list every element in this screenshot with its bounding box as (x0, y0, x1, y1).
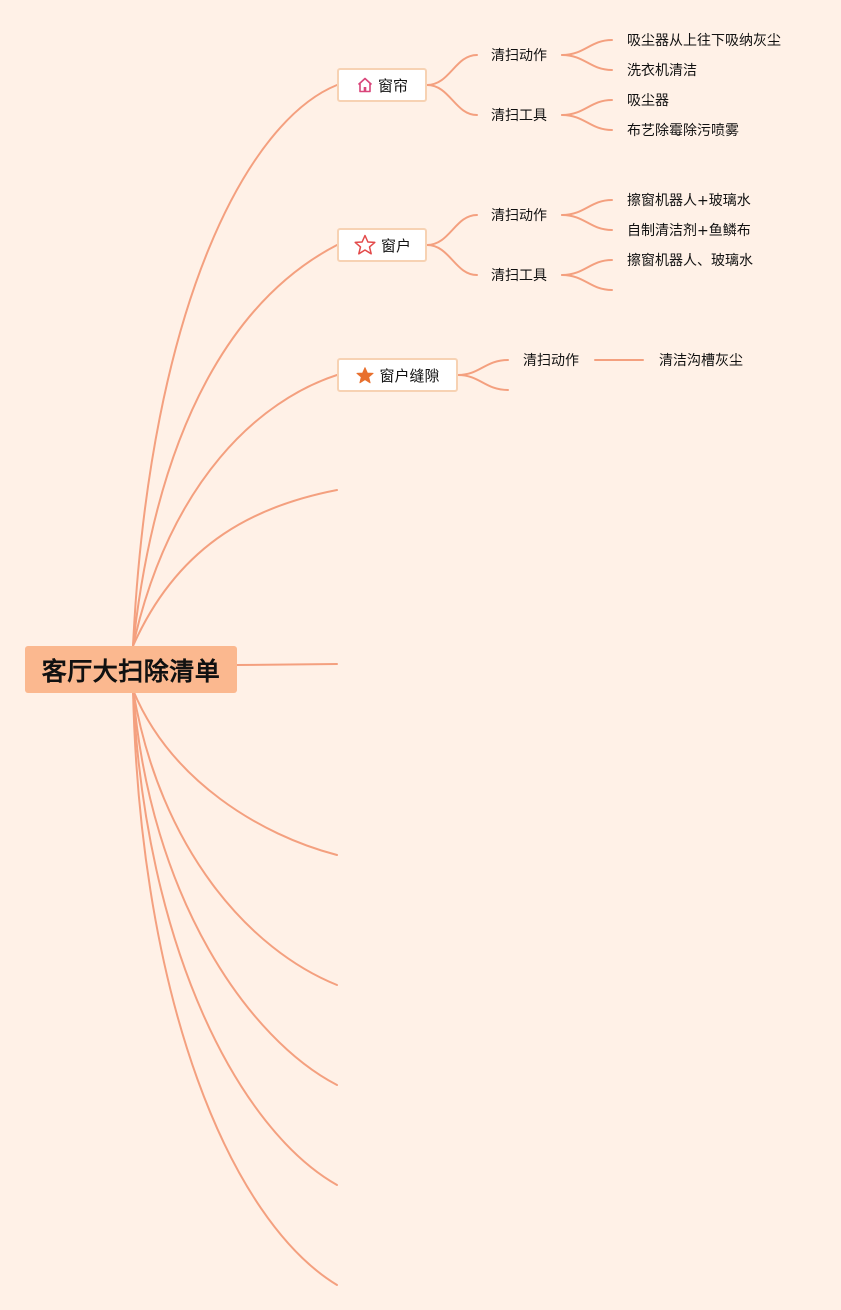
root-branch-line (132, 689, 338, 1186)
topic-branch-line (457, 374, 509, 391)
leaf-item[interactable]: 擦窗机器人+玻璃水 (627, 193, 751, 209)
leaf-item[interactable]: 吸尘器 (627, 93, 669, 109)
root-title: 客厅大扫除清单 (41, 656, 221, 686)
topic-label: 窗户缝隙 (379, 366, 440, 385)
root-branch-line (132, 244, 338, 647)
leaf-item[interactable]: 清洁沟槽灰尘 (659, 353, 743, 369)
leaf-item[interactable]: 吸尘器从上往下吸纳灰尘 (627, 33, 781, 49)
leaf-item[interactable]: 布艺除霉除污喷雾 (627, 123, 739, 139)
home-icon (356, 76, 374, 94)
root-branch-line (236, 663, 338, 666)
root-branch-line (132, 689, 338, 1086)
root-branch-line (132, 374, 338, 647)
subtopic-branch-line (561, 54, 613, 71)
subtopic-branch-line (561, 214, 613, 231)
leaf-item[interactable]: 擦窗机器人、玻璃水 (627, 253, 753, 269)
topic-branch-line (426, 54, 478, 86)
subtopic-action[interactable]: 清扫动作 (491, 208, 547, 224)
subtopic-action[interactable]: 清扫动作 (491, 48, 547, 64)
topic-window[interactable]: 窗户 (337, 228, 427, 262)
root-branch-line (132, 689, 338, 986)
subtopic-action[interactable]: 清扫动作 (523, 353, 579, 369)
subtopic-branch-line (561, 199, 613, 216)
root-branch-line (132, 489, 338, 647)
leaf-item[interactable]: 洗衣机清洁 (627, 63, 697, 79)
subtopic-branch-line (561, 39, 613, 56)
topic-curtain[interactable]: 窗帘 (337, 68, 427, 102)
topic-window-gap[interactable]: 窗户缝隙 (337, 358, 458, 392)
subtopic-tools[interactable]: 清扫工具 (491, 108, 547, 124)
root-branch-line (132, 689, 338, 856)
leaf-item[interactable]: 自制清洁剂+鱼鳞布 (627, 223, 751, 239)
topic-branch-line (426, 84, 478, 116)
root-branch-line (132, 689, 338, 1286)
star-filled-icon (355, 366, 375, 385)
subtopic-branch-line (561, 114, 613, 131)
topic-label: 窗帘 (377, 76, 408, 95)
subtopic-branch-line (561, 274, 613, 291)
subtopic-branch-line (561, 99, 613, 116)
topic-label: 窗户 (380, 236, 411, 255)
root-topic[interactable]: 客厅大扫除清单 (25, 646, 237, 693)
topic-branch-line (457, 359, 509, 376)
star-outline-icon (353, 234, 377, 256)
root-branch-line (132, 84, 338, 647)
subtopic-tools[interactable]: 清扫工具 (491, 268, 547, 284)
topic-branch-line (426, 214, 478, 246)
topic-branch-line (426, 244, 478, 276)
subtopic-branch-line (561, 259, 613, 276)
